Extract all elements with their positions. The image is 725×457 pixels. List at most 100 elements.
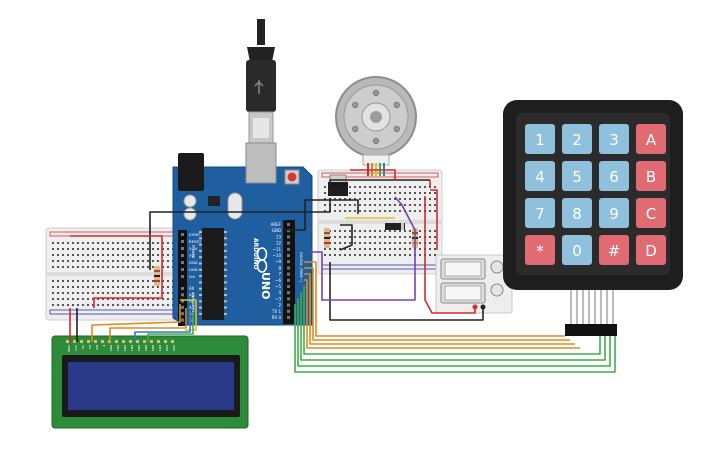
keypad-key-1[interactable]: 1 (525, 124, 555, 154)
digital-pin[interactable] (287, 235, 290, 239)
lcd-pin[interactable] (143, 340, 146, 343)
power-pin[interactable] (181, 233, 184, 236)
lcd-pin[interactable] (87, 340, 90, 343)
digital-pin[interactable] (287, 260, 290, 264)
analog-pin[interactable] (181, 305, 184, 309)
keypad-key-B[interactable]: B (636, 161, 666, 191)
keypad-key-6[interactable]: 6 (599, 161, 629, 191)
wire-black-2 (285, 199, 359, 231)
keypad-key-A[interactable]: A (636, 124, 666, 154)
power-pin[interactable] (181, 275, 184, 278)
lcd-pin[interactable] (171, 340, 174, 343)
keypad-ribbon-cable (570, 290, 614, 324)
digital-pin[interactable] (287, 297, 290, 301)
digital-pin[interactable] (287, 266, 290, 270)
wire-orange-keypad-1 (304, 261, 565, 337)
relay-module[interactable] (435, 254, 513, 314)
keypad-key-C[interactable]: C (636, 198, 666, 228)
wire-black-relay (329, 262, 484, 321)
digital-pin[interactable] (287, 278, 290, 282)
nmos-transistor[interactable]: NMOS (328, 174, 348, 196)
digital-pin[interactable] (287, 223, 290, 226)
lcd-pin-label: RS (88, 345, 92, 349)
power-jack (178, 153, 204, 191)
power-pin[interactable] (181, 240, 184, 243)
motor-bolts (352, 89, 400, 145)
arduino-model-label: UNO (259, 272, 272, 300)
keypad-key-*[interactable]: * (525, 235, 555, 265)
keypad-key-3[interactable]: 3 (599, 124, 629, 154)
keypad-key-label: 9 (609, 205, 619, 223)
keypad-key-0[interactable]: 0 (562, 235, 592, 265)
lcd-pin[interactable] (150, 340, 153, 343)
analog-pin[interactable] (181, 287, 184, 290)
wire-orange-keypad-3 (304, 273, 575, 345)
keypad-key-label: 4 (535, 168, 545, 186)
nmos-label: NMOS (330, 183, 345, 189)
keypad-key-4[interactable]: 4 (525, 161, 555, 191)
wire-black-4 (339, 224, 353, 251)
keypad-key-8[interactable]: 8 (562, 198, 592, 228)
left-breadboard[interactable] (45, 227, 194, 321)
digital-pin[interactable] (287, 303, 290, 307)
keypad-key-9[interactable]: 9 (599, 198, 629, 228)
power-pin[interactable] (181, 268, 184, 271)
wire-blue-lcd (134, 310, 191, 342)
keypad-key-#[interactable]: # (599, 235, 629, 265)
lcd-pin[interactable] (80, 340, 83, 343)
digital-pin[interactable] (287, 285, 290, 288)
digital-pin[interactable] (287, 241, 290, 245)
analog-pin[interactable] (181, 299, 184, 303)
lcd-pin[interactable] (73, 340, 76, 343)
lcd-pin[interactable] (164, 340, 167, 343)
analog-pin[interactable] (181, 293, 184, 297)
digital-pin[interactable] (287, 316, 290, 319)
lcd-pin-label: DB7 (158, 345, 162, 351)
power-pin-label: Vin (189, 274, 196, 279)
keypad-key-5[interactable]: 5 (562, 161, 592, 191)
lcd-pin[interactable] (136, 340, 139, 343)
keypad-key-7[interactable]: 7 (525, 198, 555, 228)
lcd-screen (68, 362, 234, 410)
power-pin[interactable] (181, 247, 184, 250)
lcd-pin[interactable] (157, 340, 160, 343)
digital-pin-label: ~3 (275, 296, 281, 301)
keypad-key-D[interactable]: D (636, 235, 666, 265)
resistor-center-left[interactable] (324, 228, 330, 248)
lcd-pin[interactable] (94, 340, 97, 343)
analog-pin[interactable] (181, 318, 184, 322)
analog-pin[interactable] (181, 312, 184, 316)
lcd-pin[interactable] (129, 340, 132, 343)
power-pin[interactable] (181, 261, 184, 264)
lcd-pin[interactable] (115, 340, 118, 343)
usb-cable (246, 19, 276, 145)
atmega-chip (202, 228, 224, 320)
digital-pin[interactable] (287, 291, 290, 295)
digital-pin[interactable] (287, 309, 290, 313)
lcd-pin-label: DB1 (116, 345, 120, 351)
keypad-key-2[interactable]: 2 (562, 124, 592, 154)
digital-pin[interactable] (287, 247, 290, 251)
lcd-pin-label: DB6 (151, 345, 155, 351)
digital-pin[interactable] (287, 254, 290, 257)
dc-motor[interactable] (335, 76, 417, 176)
lcd-pin[interactable] (122, 340, 125, 343)
reset-button-cap[interactable] (287, 172, 297, 182)
lcd-pin[interactable] (66, 340, 69, 343)
digital-pin-label: AREF (271, 222, 282, 227)
power-pin-label: IOREF (189, 232, 200, 237)
atmega-chip-legs (199, 231, 227, 315)
digital-pin[interactable] (287, 272, 290, 276)
resistor-left-bb[interactable] (154, 266, 160, 286)
lcd-pin[interactable] (101, 340, 104, 343)
digital-pin-label: 2 (278, 303, 281, 308)
wire-red-left (70, 235, 163, 308)
keypad-key-label: * (536, 242, 544, 260)
power-pin[interactable] (181, 254, 184, 257)
diode[interactable] (385, 223, 405, 230)
keypad-key-label: # (608, 242, 621, 260)
